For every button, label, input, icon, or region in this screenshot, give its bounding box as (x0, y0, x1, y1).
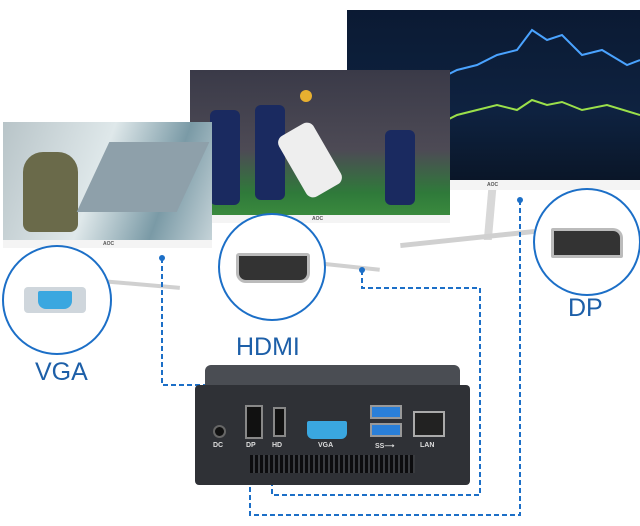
vga-connector-callout (2, 245, 112, 355)
usb-port-1 (370, 405, 402, 419)
left-monitor-screen (3, 122, 212, 240)
mini-pc-top (205, 365, 460, 387)
brand-logo: AOC (103, 241, 115, 247)
displayport (245, 405, 263, 439)
vent-grille (250, 455, 415, 473)
hdmi-label: HDMI (236, 333, 300, 361)
lan-label: LAN (420, 442, 435, 449)
lan-port (413, 411, 445, 437)
mini-pc: DC DP HD VGA SS⟶ LAN (195, 365, 470, 485)
left-monitor-bezel: AOC (3, 240, 212, 248)
hdmi-connector-callout (218, 213, 326, 321)
middle-monitor-screen (190, 70, 450, 215)
vga-port-label: VGA (318, 442, 334, 449)
vga-port-icon (24, 287, 86, 313)
hdmi-port-icon (236, 253, 310, 283)
vga-label: VGA (35, 358, 88, 386)
mini-pc-front: DC DP HD VGA SS⟶ LAN (195, 385, 470, 485)
dp-port-icon (551, 228, 623, 258)
hd-port-label: HD (272, 442, 283, 449)
dc-label: DC (213, 442, 224, 449)
usb-port-2 (370, 423, 402, 437)
dp-label: DP (568, 294, 603, 322)
dp-port-label: DP (246, 442, 256, 449)
dp-connector-callout (533, 188, 640, 296)
hdmi-port (273, 407, 286, 437)
middle-monitor-bezel: AOC (190, 215, 450, 223)
waveform-graphic (436, 28, 640, 126)
vga-port (307, 421, 347, 439)
usb-label: SS⟶ (375, 443, 395, 450)
brand-logo: AOC (487, 182, 499, 188)
right-monitor-bezel: AOC (347, 180, 640, 190)
brand-logo: AOC (312, 216, 324, 222)
dc-port (213, 425, 226, 438)
